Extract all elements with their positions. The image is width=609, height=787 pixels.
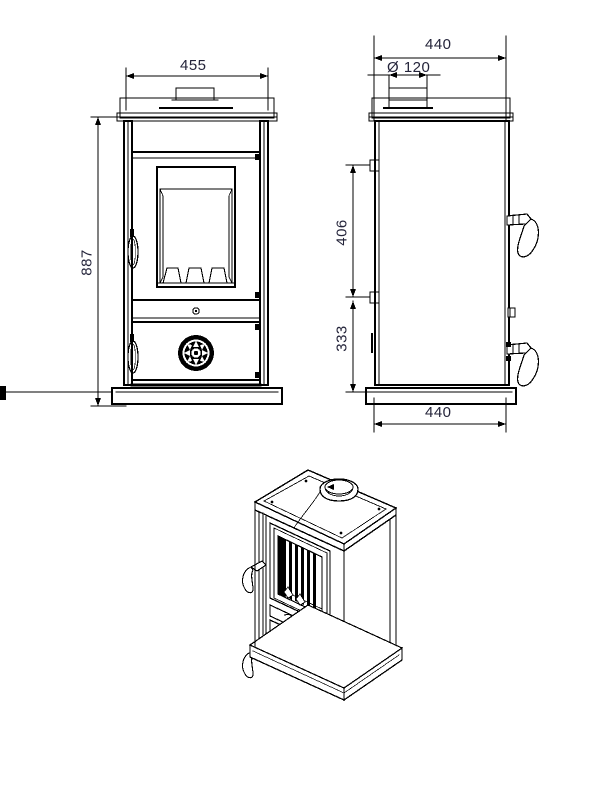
side-view-group [345, 35, 539, 433]
flue-diameter-dimension-label: Ø 120 [387, 59, 431, 76]
side-width-top-dimension-label: 440 [425, 36, 452, 53]
front-width-dimension [125, 67, 269, 111]
front-handle-upper [127, 229, 139, 269]
rosette-air-vent-icon [178, 335, 214, 371]
side-handle-lower [506, 342, 539, 387]
side-height-upper-dimension-label: 406 [333, 219, 351, 246]
side-handle-upper [506, 213, 539, 258]
side-width-bottom-dimension-label: 440 [425, 404, 452, 421]
hinge-upper [369, 154, 380, 177]
isometric-view-group [242, 469, 404, 702]
front-view-group [0, 67, 283, 407]
front-height-dimension-label: 887 [78, 249, 96, 276]
side-height-lower-dimension-label: 333 [333, 325, 351, 352]
side-width-top-dimension [373, 35, 507, 121]
front-height-dimension [90, 116, 127, 407]
front-handle-lower [127, 334, 139, 374]
iso-handle-upper [242, 560, 267, 594]
hinge-lower [369, 286, 380, 309]
flue-diameter-dimension [367, 72, 441, 109]
front-width-dimension-label: 455 [180, 57, 207, 74]
side-height-lower-dimension [345, 296, 373, 393]
